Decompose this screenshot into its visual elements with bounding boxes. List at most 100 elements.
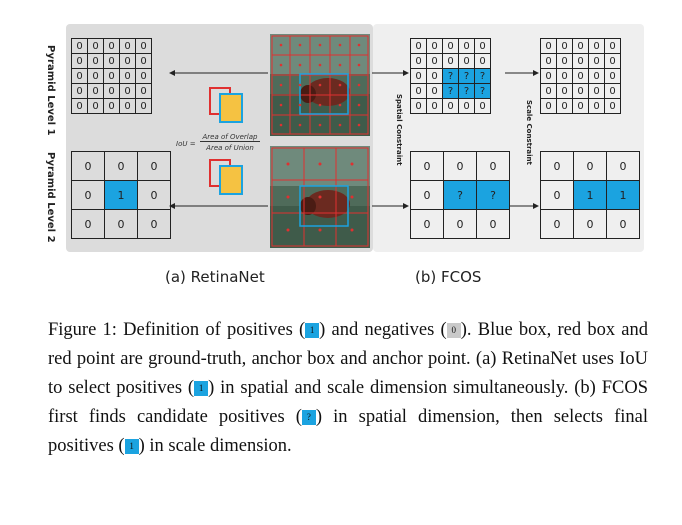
grid-cell: 0 — [604, 98, 621, 114]
grid-cell: 0 — [426, 38, 443, 54]
grid-cell: 0 — [556, 98, 573, 114]
grid-cell: 0 — [604, 53, 621, 69]
grid-cell: 0 — [476, 209, 510, 239]
iou-denominator: Area of Union — [206, 144, 254, 152]
grid-cell: 1 — [606, 180, 640, 210]
grid-cell: ? — [458, 83, 475, 99]
grid-cell: 0 — [604, 68, 621, 84]
legend-positive-box: 1 — [194, 381, 209, 397]
grid-cell: 1 — [573, 180, 607, 210]
grid-cell: 0 — [540, 38, 557, 54]
grid-cell: 0 — [588, 98, 605, 114]
grid-cell: 0 — [572, 68, 589, 84]
grid-cell: 1 — [104, 180, 138, 210]
grid-cell: 0 — [426, 83, 443, 99]
legend-candidate-box: ? — [301, 410, 316, 426]
grid-cell: 0 — [476, 151, 510, 181]
grid-cell: 0 — [410, 53, 427, 69]
grid-cell: 0 — [572, 38, 589, 54]
spatial-constraint-label: Spatial Constraint — [395, 94, 403, 166]
caption-text: Figure 1: Definition of positives ( — [48, 320, 306, 340]
image-level2-bison — [270, 146, 370, 248]
grid-cell: 0 — [556, 68, 573, 84]
grid-cell: ? — [443, 180, 477, 210]
grid-cell: 0 — [104, 209, 138, 239]
grid-cell: 0 — [540, 68, 557, 84]
grid-cell: 0 — [604, 83, 621, 99]
grid-cell: 0 — [410, 180, 444, 210]
grid-cell: 0 — [137, 151, 171, 181]
grid-cell: 0 — [606, 209, 640, 239]
grid-cell: 0 — [573, 209, 607, 239]
grid-cell: 0 — [556, 83, 573, 99]
image-level1-bison — [270, 34, 370, 136]
legend-positive-box: 1 — [124, 439, 139, 455]
figure-caption: Figure 1: Definition of positives (1) an… — [48, 316, 648, 461]
grid-cell: 0 — [604, 38, 621, 54]
grid-cell: 0 — [442, 38, 459, 54]
grid-row: 0?? — [410, 180, 510, 210]
grid-cell: 0 — [572, 53, 589, 69]
grid-cell: 0 — [474, 38, 491, 54]
grid-cell: ? — [442, 68, 459, 84]
legend-negative-box: 0 — [446, 323, 461, 339]
caption-text: ) in spatial dimension, then selects fin… — [48, 407, 648, 456]
grid-cell: 0 — [410, 83, 427, 99]
panel-title-retinanet: (a) RetinaNet — [165, 268, 265, 286]
grid-cell: 0 — [458, 38, 475, 54]
grid-cell: 0 — [426, 68, 443, 84]
grid-cell: 0 — [410, 38, 427, 54]
grid-cell: ? — [476, 180, 510, 210]
grid-cell: 0 — [556, 53, 573, 69]
grid-cell: 0 — [442, 53, 459, 69]
grid-cell: 0 — [426, 98, 443, 114]
caption-text: Blue box, red box and red point are grou… — [48, 320, 648, 398]
grid-cell: 0 — [540, 209, 574, 239]
iou-illustration — [209, 87, 243, 195]
grid-cell: 0 — [410, 98, 427, 114]
grid-cell: 0 — [572, 98, 589, 114]
grid-cell: 0 — [458, 98, 475, 114]
grid-cell: 0 — [410, 68, 427, 84]
grid-cell: 0 — [540, 180, 574, 210]
grid-cell: 0 — [474, 98, 491, 114]
caption-text: ). — [460, 320, 472, 340]
grid-cell: 0 — [410, 151, 444, 181]
grid-cell: 0 — [442, 98, 459, 114]
grid-cell: ? — [442, 83, 459, 99]
panel-title-fcos: (b) FCOS — [415, 268, 482, 286]
grid-cell: 0 — [71, 209, 105, 239]
grid-cell: 0 — [556, 38, 573, 54]
grid-cell: 0 — [443, 209, 477, 239]
caption-text: ) and negatives ( — [319, 320, 447, 340]
grid-cell: ? — [474, 83, 491, 99]
legend-positive-box: 1 — [305, 323, 320, 339]
grid-cell: 0 — [458, 53, 475, 69]
caption-text: ) in scale dimension. — [138, 436, 292, 456]
grid-cell: 0 — [137, 180, 171, 210]
grid-cell: 0 — [540, 83, 557, 99]
arrows — [169, 70, 539, 209]
iou-formula-label: IoU = — [176, 140, 196, 148]
